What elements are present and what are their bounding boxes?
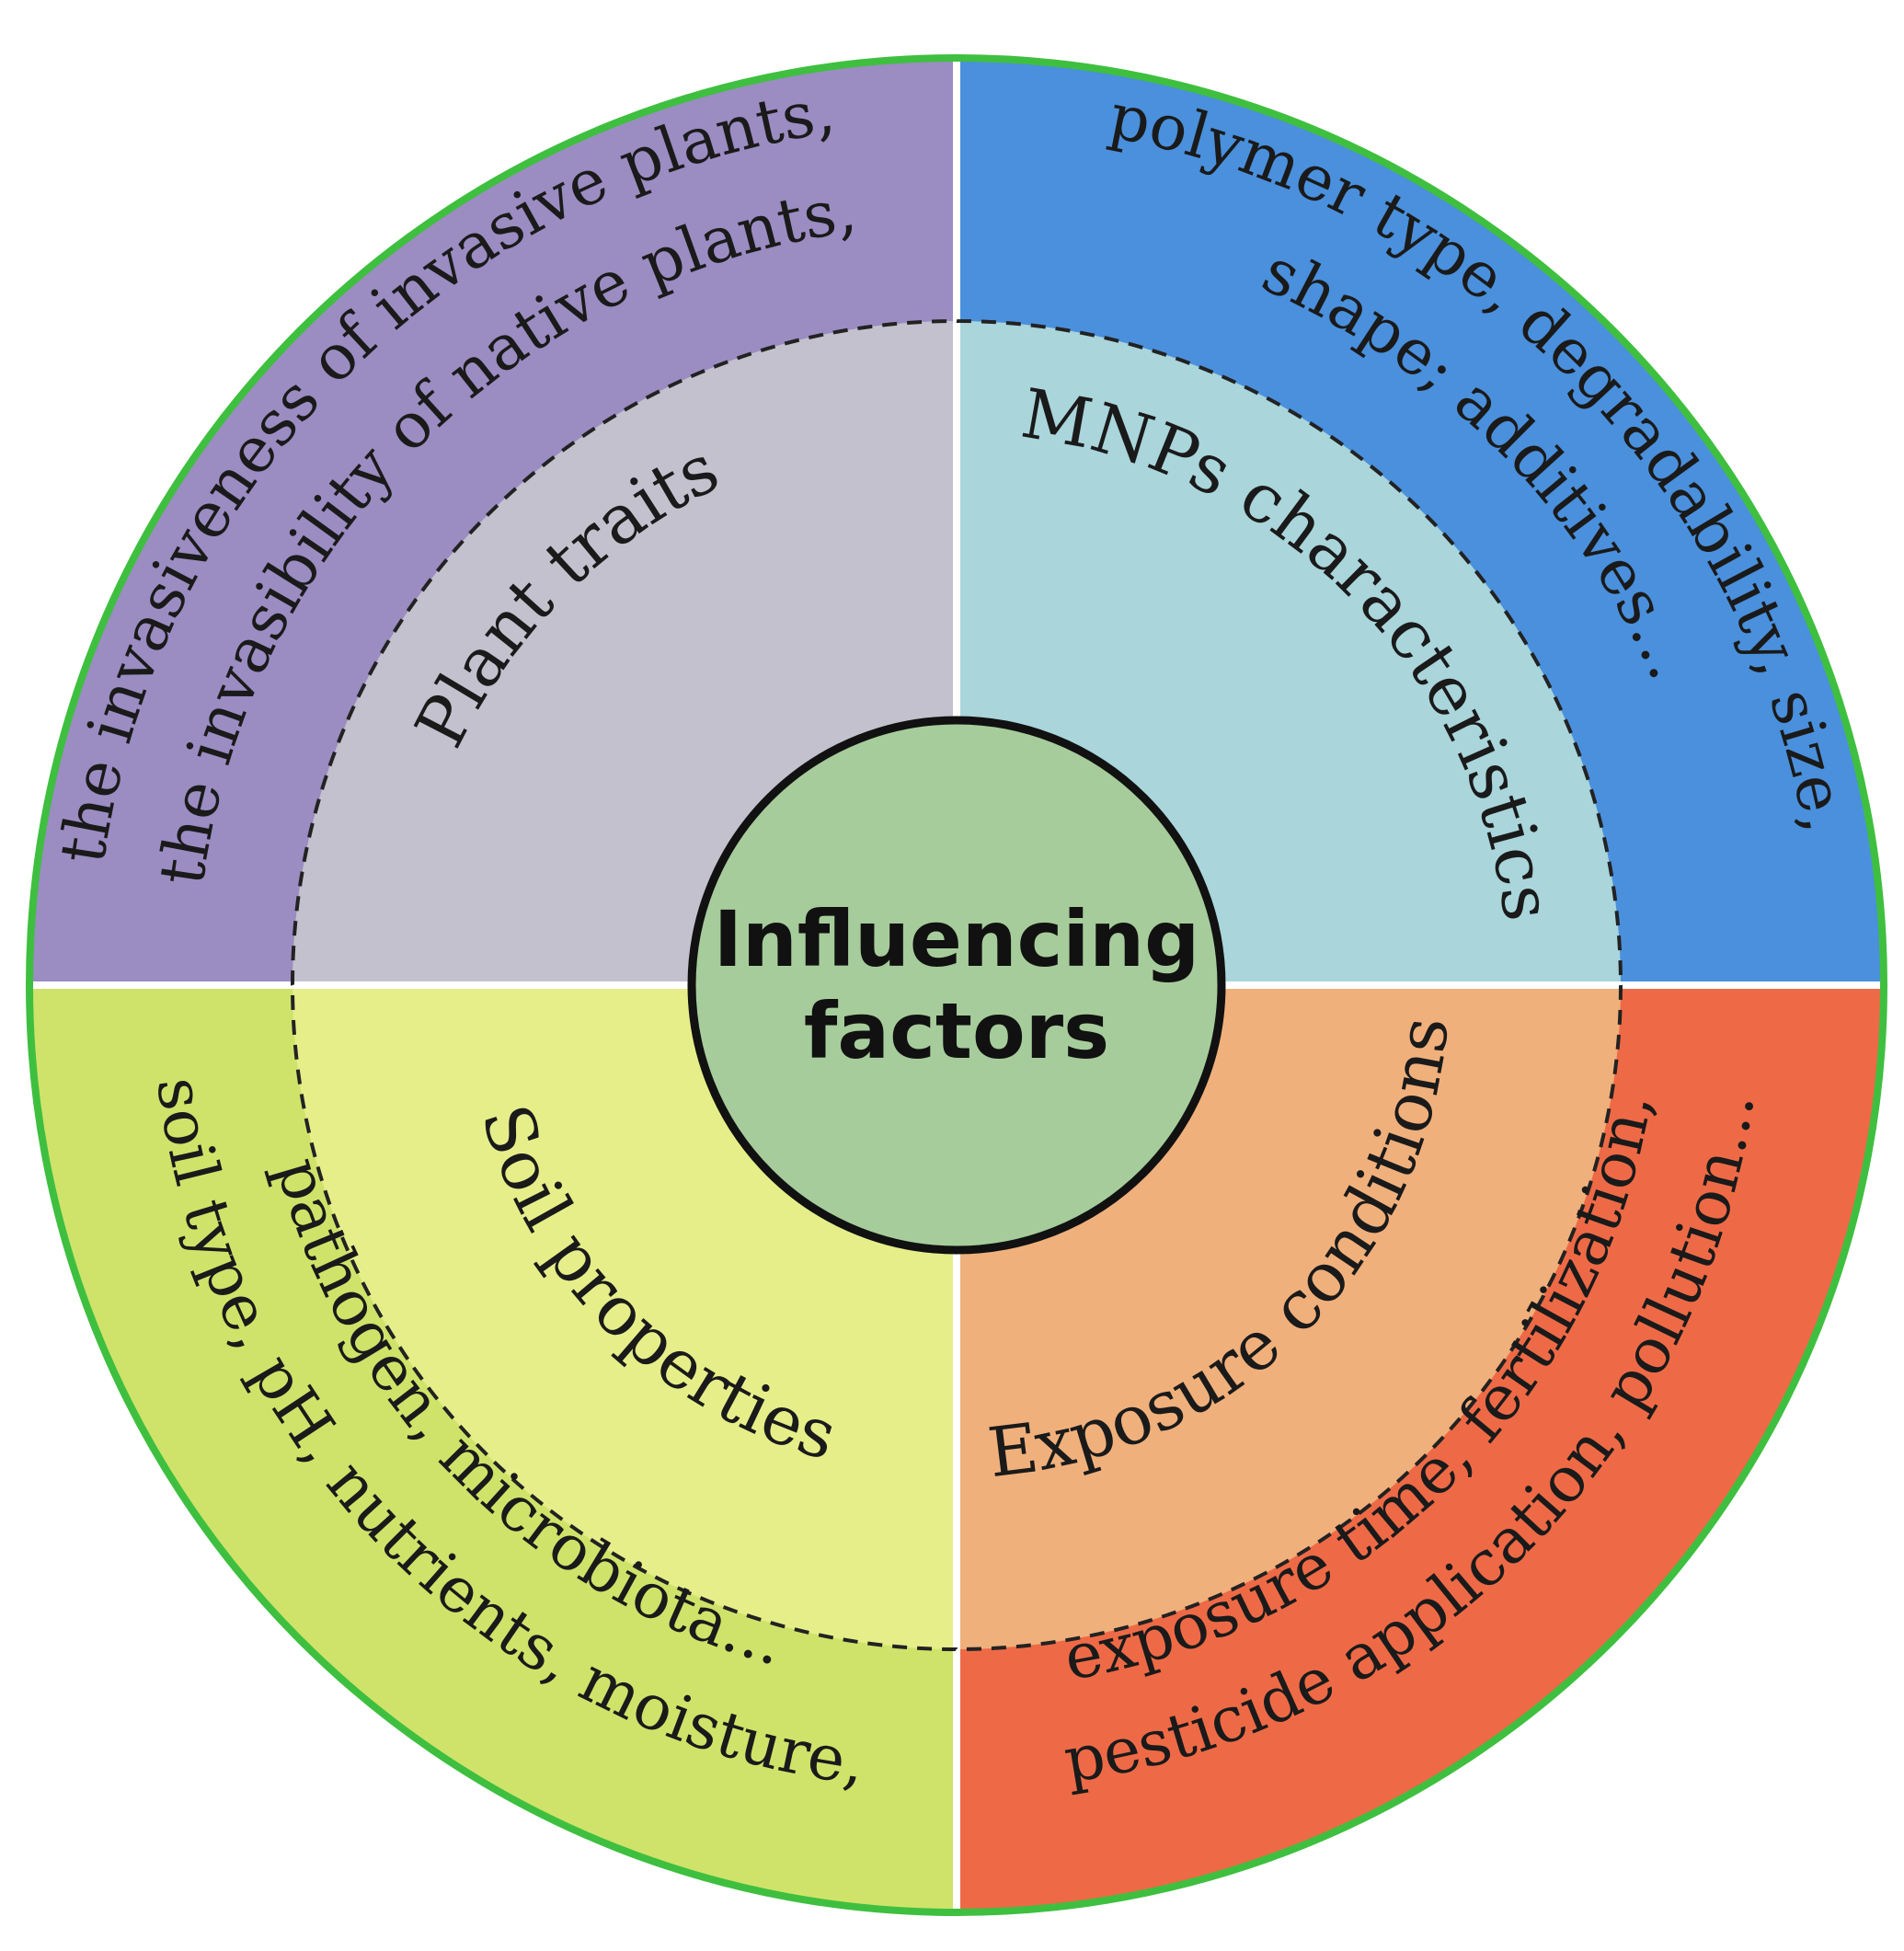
center-title-line2: factors [804, 986, 1109, 1076]
center-circle [687, 716, 1226, 1255]
center-title-line1: Influencing [714, 894, 1199, 984]
dashed-ring [291, 319, 1623, 1651]
outer-border-ring [26, 54, 1887, 1916]
